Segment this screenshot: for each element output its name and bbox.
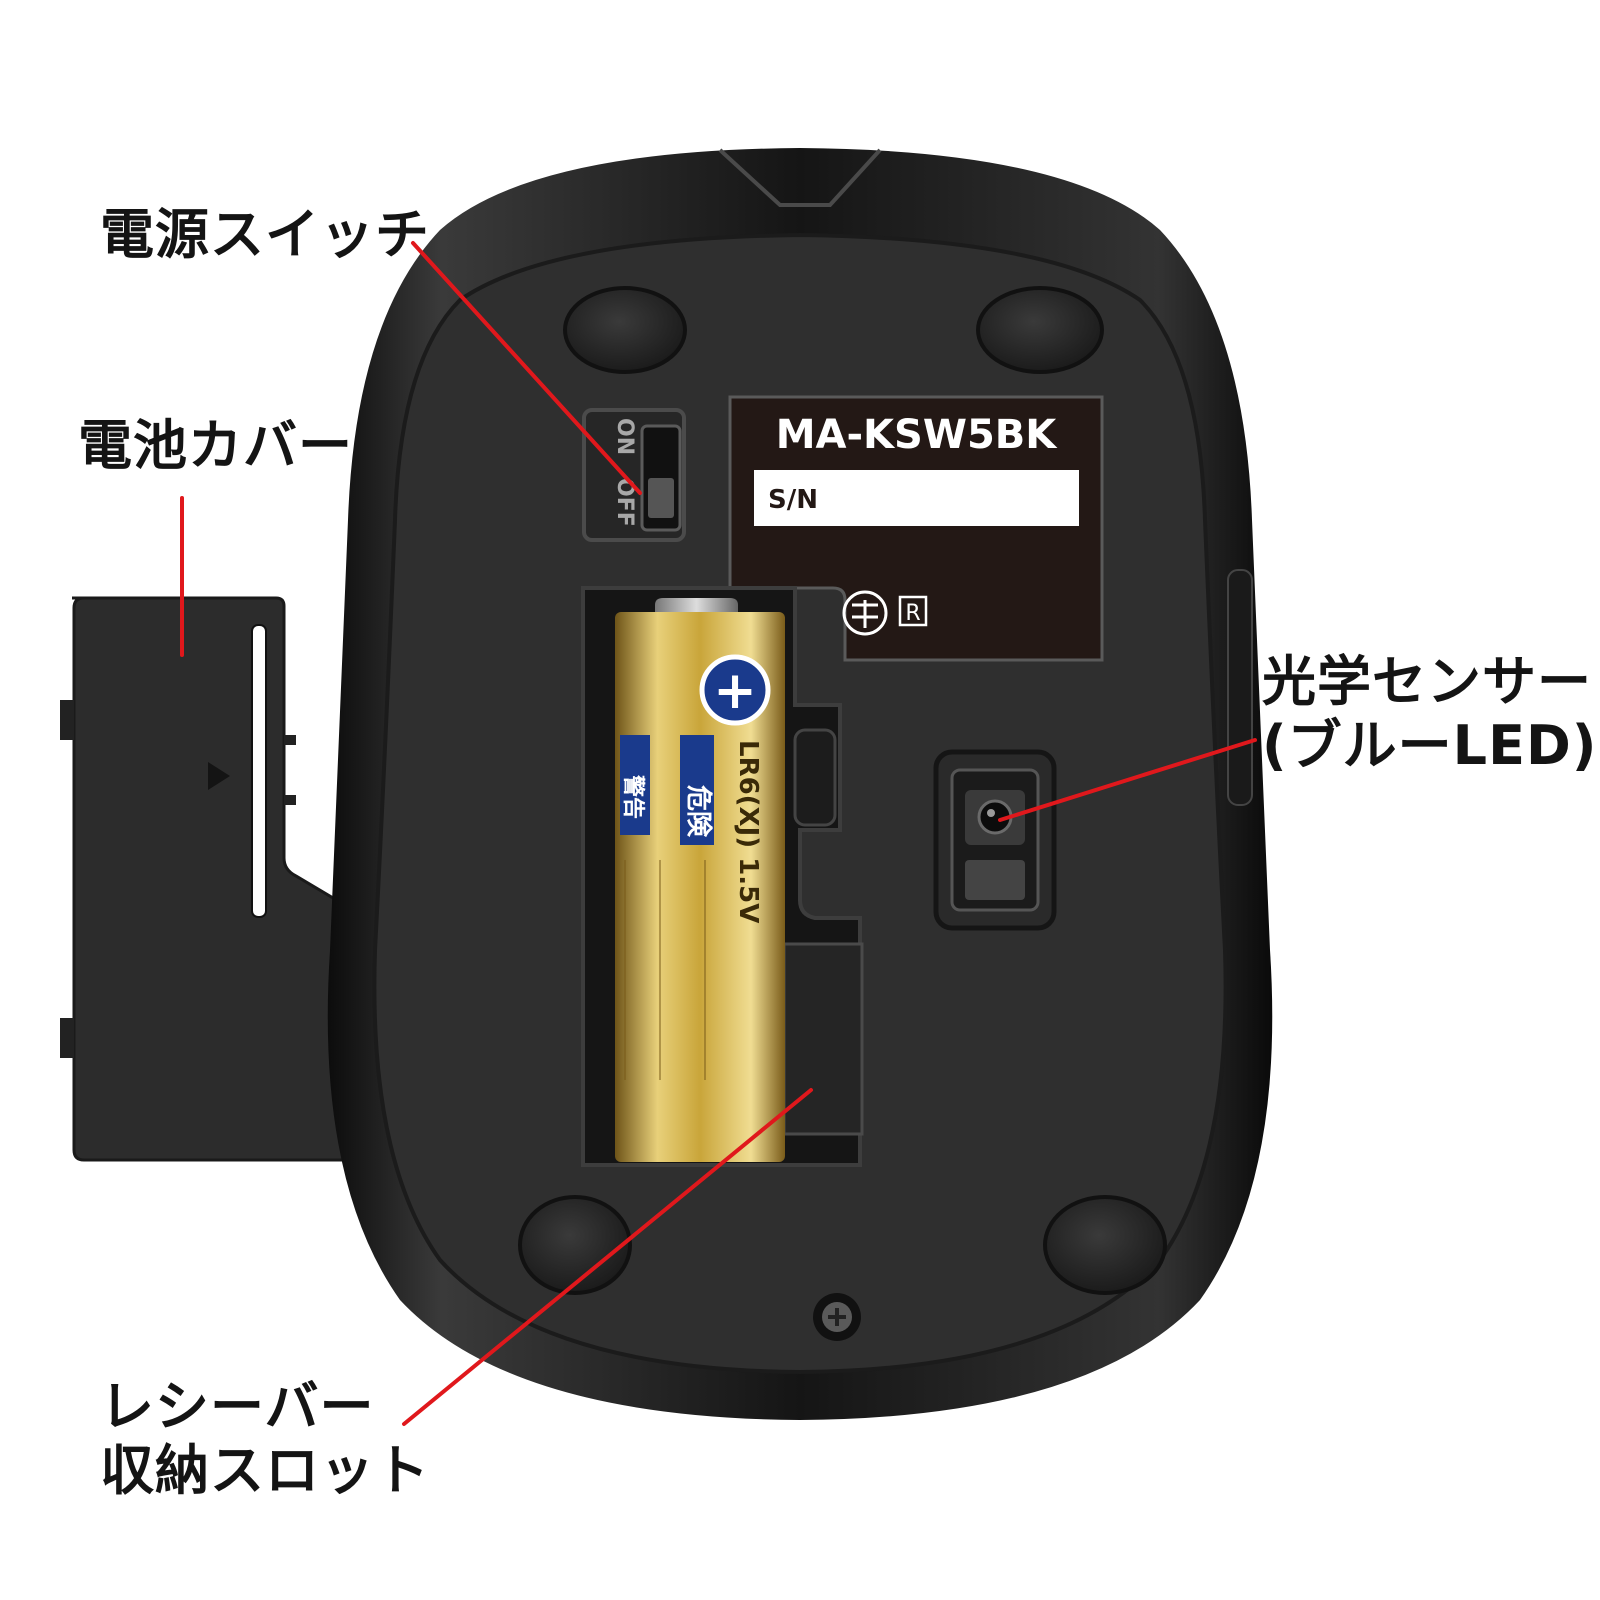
receiver-slot[interactable] bbox=[782, 942, 864, 1136]
optical-sensor bbox=[933, 749, 1057, 931]
battery-plus: + bbox=[713, 661, 757, 721]
leader-lines bbox=[180, 241, 1257, 1426]
model-number: MA-KSW5BK bbox=[776, 412, 1059, 458]
battery-cover bbox=[60, 596, 360, 1162]
battery-cover-label: 電池カバー bbox=[78, 414, 353, 477]
arrow-icon bbox=[208, 762, 230, 790]
receiver-slot-label: レシーバー 収納スロット bbox=[100, 1375, 430, 1502]
tech-cert-icon bbox=[842, 590, 888, 636]
mouse-feet bbox=[518, 286, 1167, 1295]
power-switch-leader bbox=[411, 241, 642, 495]
screw-icon bbox=[813, 1293, 861, 1341]
plus-icon bbox=[699, 654, 771, 726]
model-sticker: MA-KSW5BK S/N R bbox=[728, 395, 1104, 662]
power-switch[interactable]: ON OFF bbox=[582, 408, 686, 542]
sensor-leader bbox=[998, 738, 1257, 822]
serial-label: S/N bbox=[768, 485, 818, 515]
battery-warning: 警告 bbox=[620, 774, 645, 819]
power-switch-label: 電源スイッチ bbox=[100, 203, 430, 266]
optical-sensor-label: 光学センサー (ブルーLED) bbox=[1262, 650, 1598, 777]
switch-on-label: ON bbox=[612, 418, 637, 455]
receiver-slot-leader bbox=[402, 1088, 813, 1426]
aa-battery: + LR6(XJ) 1.5V 危険 警告 bbox=[615, 598, 785, 1162]
cert-mark: R bbox=[905, 601, 920, 626]
battery-type: LR6(XJ) 1.5V bbox=[733, 740, 763, 923]
battery-danger: 危険 bbox=[683, 785, 714, 838]
